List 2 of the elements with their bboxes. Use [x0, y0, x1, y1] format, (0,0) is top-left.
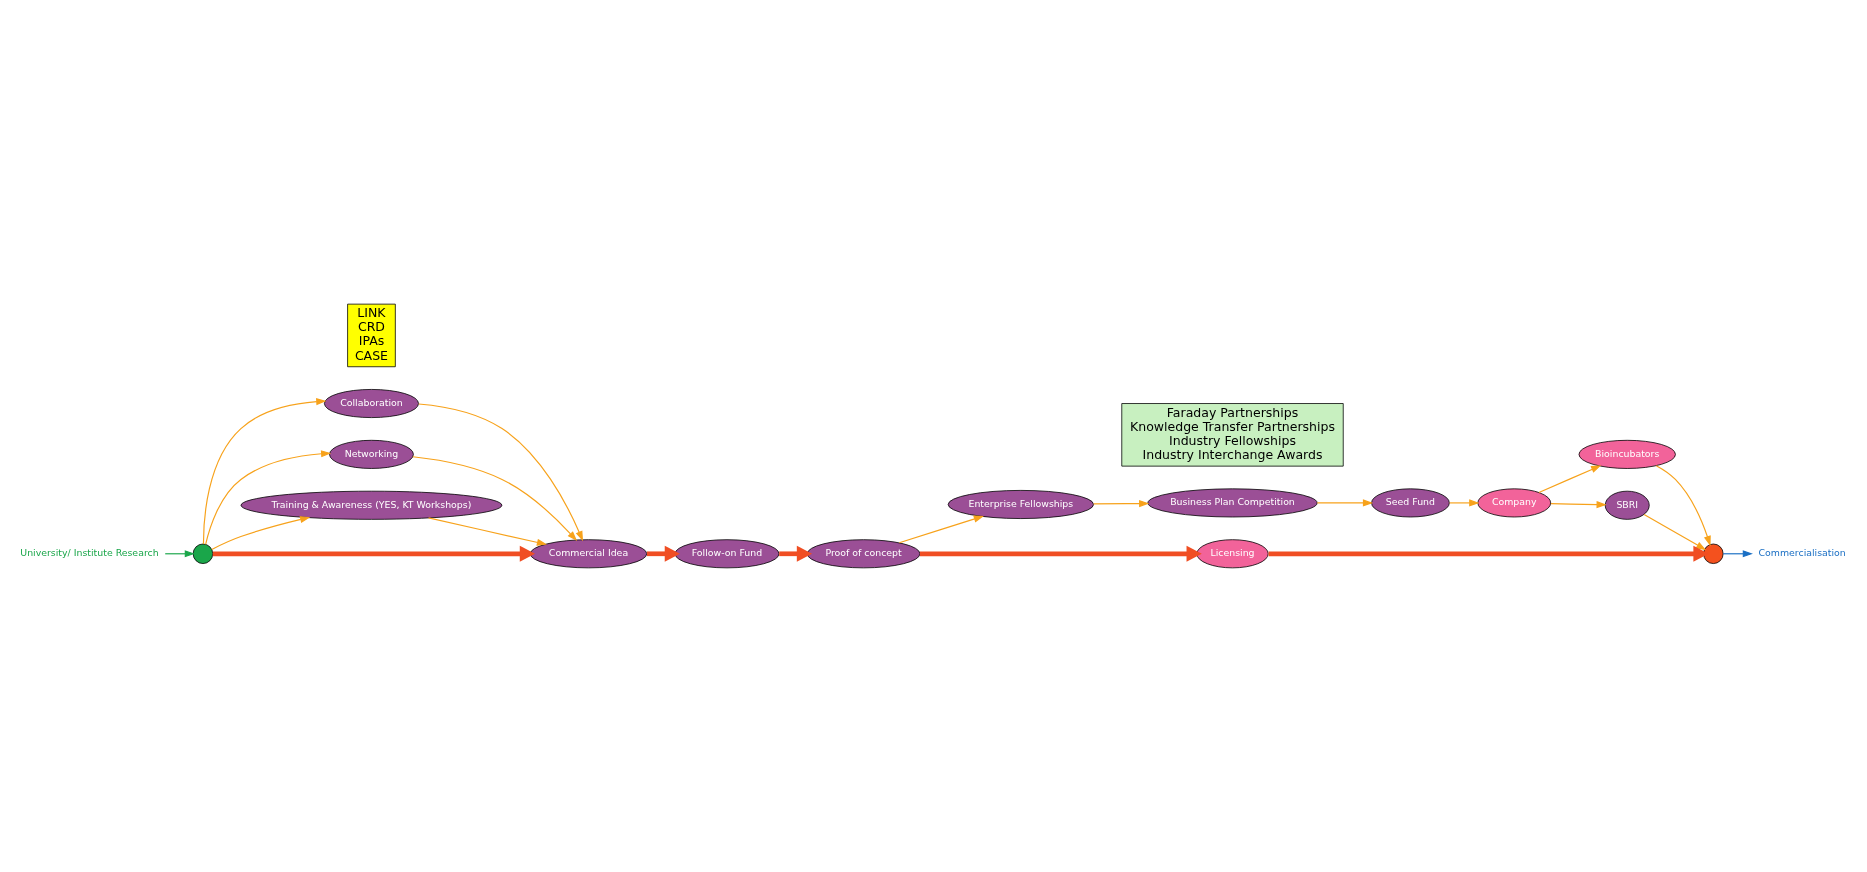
node-text: University/ Institute Research: [20, 547, 159, 559]
node-text: Commercialisation: [1758, 547, 1846, 559]
